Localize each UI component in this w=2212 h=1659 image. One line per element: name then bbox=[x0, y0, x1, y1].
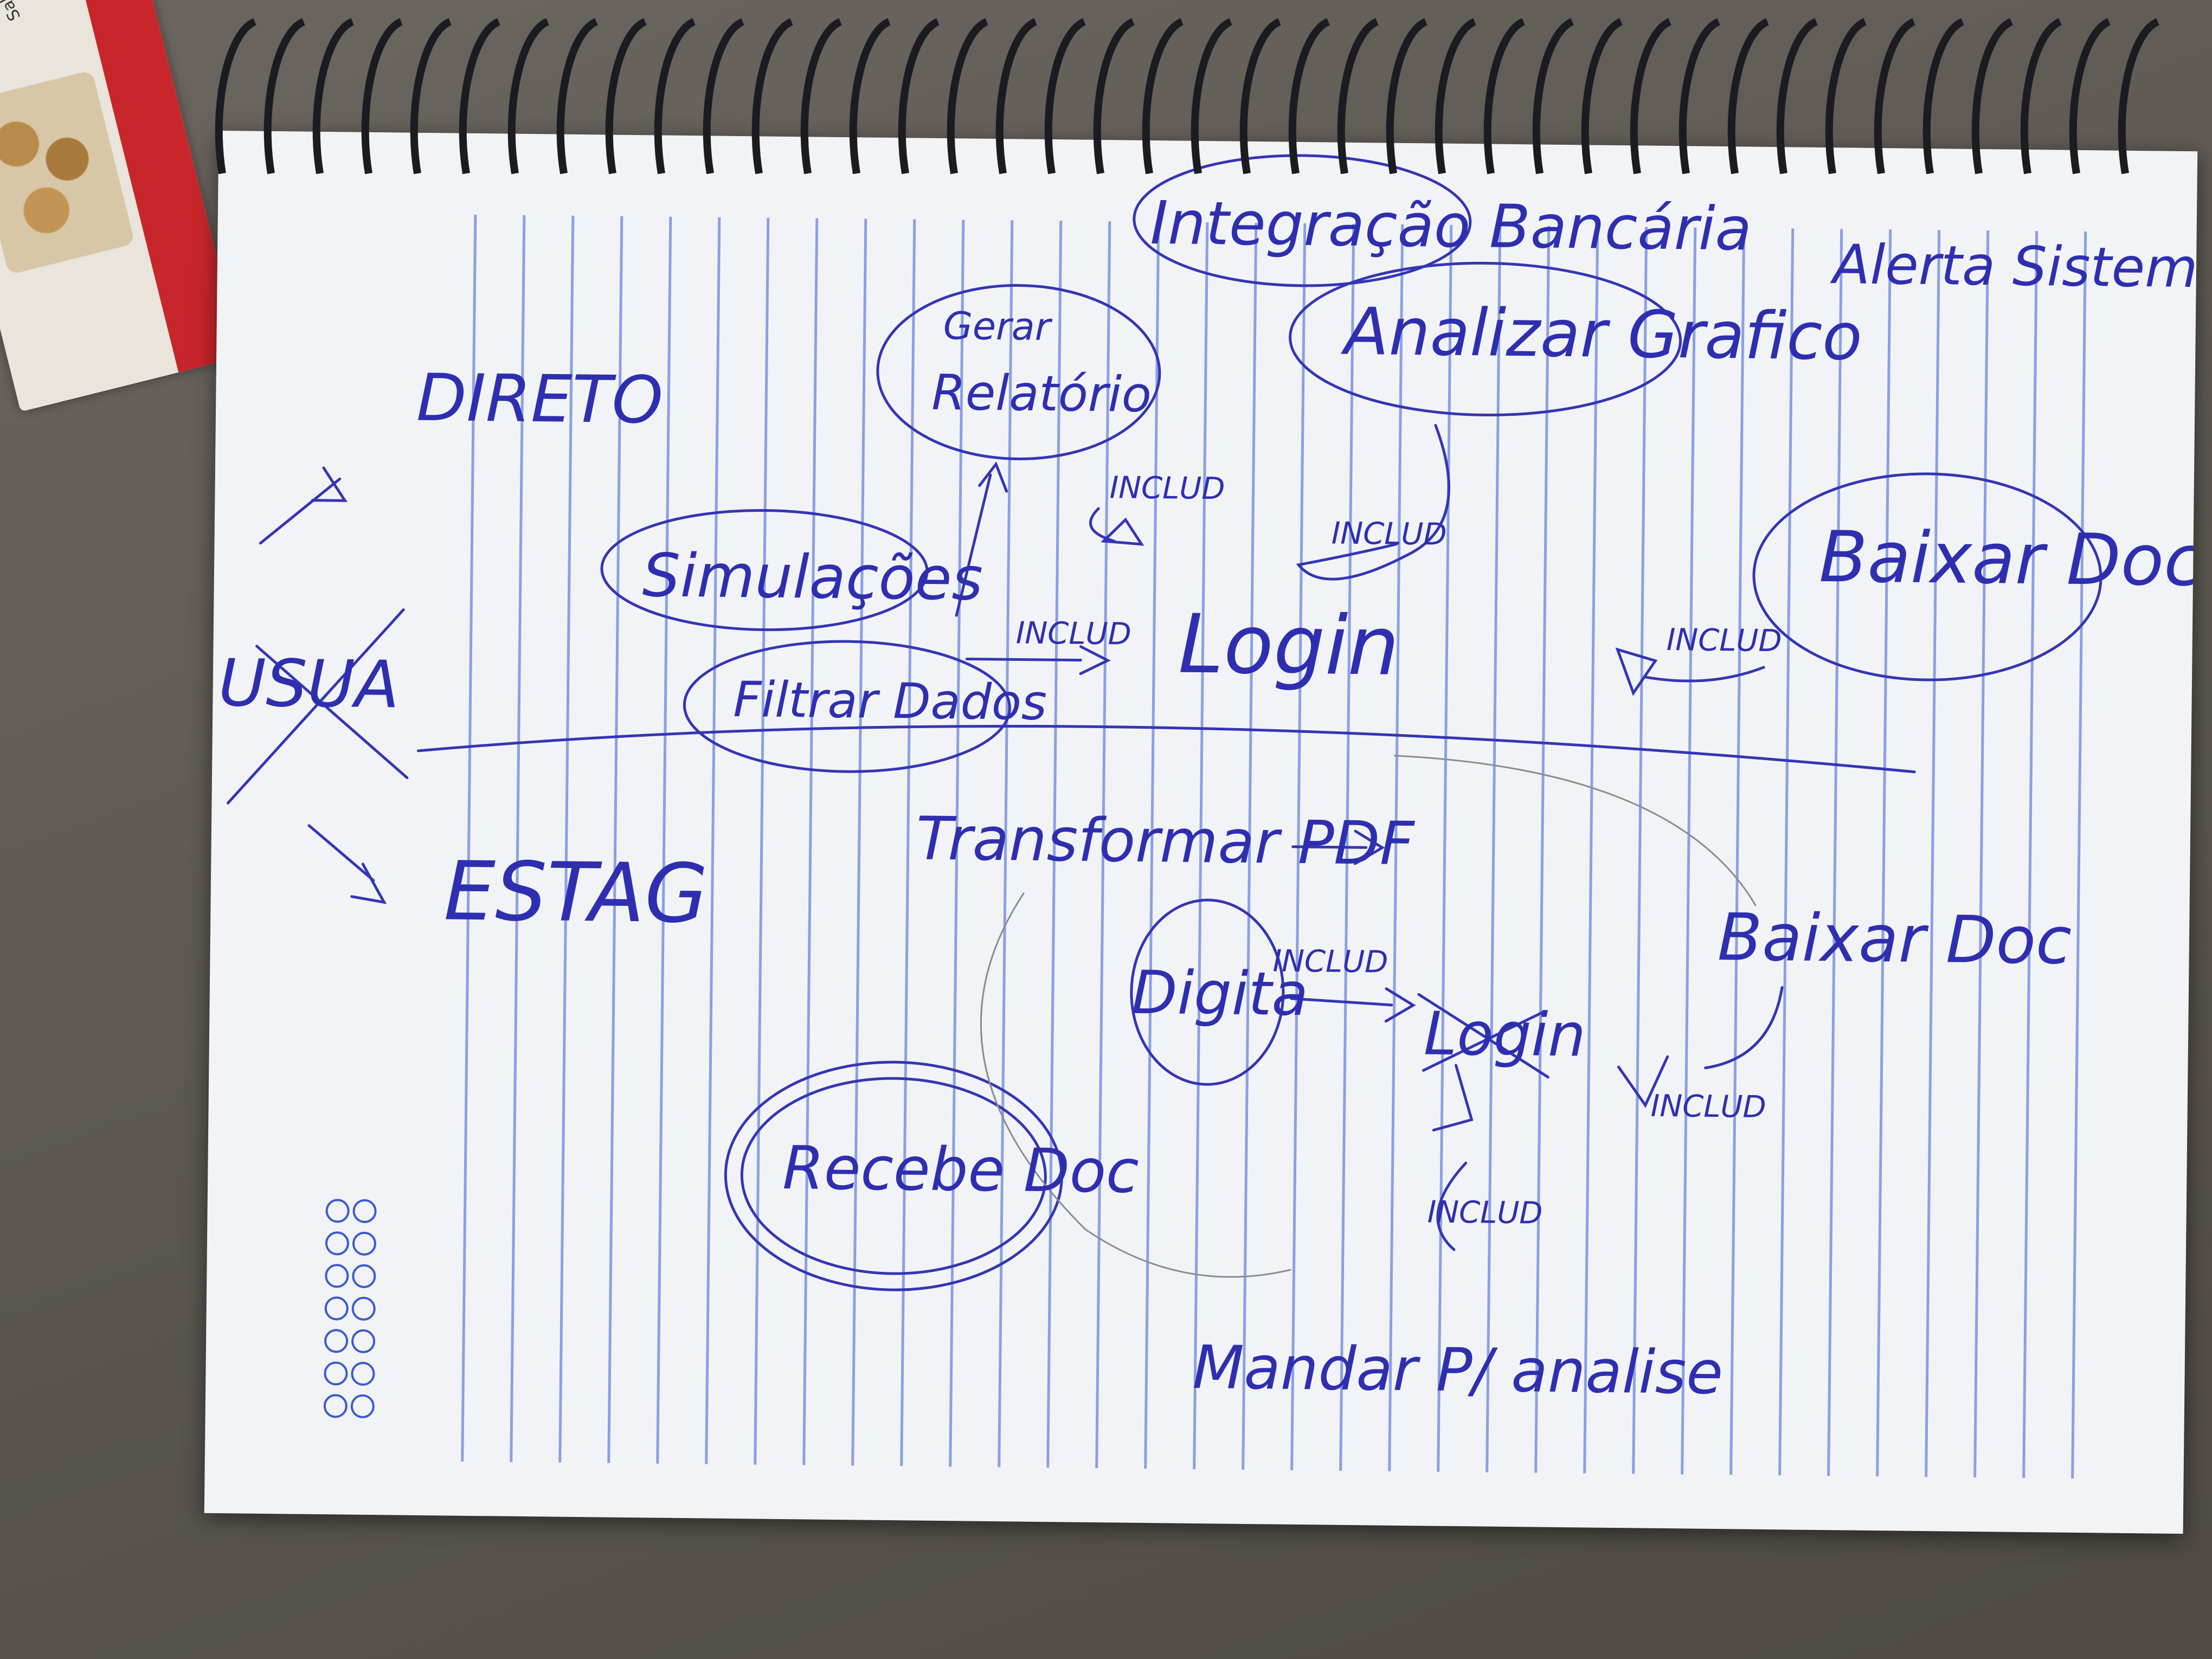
use-case-gerar-line2: Relatório bbox=[931, 364, 1152, 423]
include-label-6: INCLUD bbox=[1650, 1089, 1766, 1125]
system-divider-line bbox=[416, 725, 1916, 774]
include-arrow-login-bottom bbox=[1432, 1064, 1474, 1251]
snack-label: Salgado c/ Pele Picante bbox=[0, 0, 24, 24]
include-label-2: INCLUD bbox=[1015, 615, 1131, 652]
include-label-3: INCLUD bbox=[1331, 516, 1446, 552]
include-label-1: INCLUD bbox=[1109, 470, 1225, 506]
ellipse-baixar-top bbox=[1752, 472, 2102, 681]
ellipse-integracao bbox=[1133, 154, 1472, 287]
include-arrow-transformar bbox=[1291, 829, 1385, 865]
use-case-baixar-bottom: Baixar Doc bbox=[1717, 900, 2072, 979]
use-case-mandar: Mandar P/ analise bbox=[1192, 1333, 1724, 1407]
use-case-simulacoes: Simulações bbox=[642, 541, 983, 614]
pencil-curve-left bbox=[980, 892, 1291, 1278]
include-label-7: INCLUD bbox=[1427, 1194, 1542, 1231]
actor-usua-label: USUA bbox=[218, 646, 400, 723]
ellipse-recebe bbox=[724, 1060, 1063, 1291]
use-case-alerta: Alerta Sistema bbox=[1829, 233, 2197, 300]
login-bottom-cross bbox=[1417, 993, 1549, 1079]
use-case-digita: Digita bbox=[1131, 958, 1309, 1029]
use-case-baixar-top: Baixar Doc bbox=[1819, 516, 2198, 602]
spiral-binding bbox=[215, 18, 2160, 175]
use-case-recebe: Recebe Doc bbox=[782, 1133, 1140, 1206]
actor-direto-label: DIRETO bbox=[416, 361, 664, 439]
use-case-integracao: Integração Bancária bbox=[1150, 188, 1752, 264]
include-label-4: INCLUD bbox=[1666, 622, 1782, 659]
include-arrow-filtrar bbox=[965, 645, 1111, 676]
include-arrow-analizar bbox=[1296, 423, 1450, 581]
actor-estag-label: ESTAG bbox=[443, 844, 708, 941]
include-arrow-simulacoes bbox=[955, 461, 1008, 617]
include-arrow-baixar-bottom bbox=[1617, 986, 1784, 1108]
use-case-gerar-line1: Gerar bbox=[943, 304, 1053, 349]
use-case-transformar: Transformar PDF bbox=[916, 804, 1416, 879]
include-arrow-gerar bbox=[1089, 507, 1144, 546]
diagram-canvas: DIRETO ESTAG USUA Integração Bancária An… bbox=[218, 154, 2198, 1478]
actor-estag-arrow bbox=[307, 824, 387, 904]
use-case-analizar: Analizar Grafico bbox=[1340, 294, 1863, 375]
notebook-page: DIRETO ESTAG USUA Integração Bancária An… bbox=[204, 130, 2198, 1534]
page-index-marks bbox=[323, 1199, 377, 1418]
include-arrow-baixar-top bbox=[1615, 647, 1765, 696]
actor-direto-arrow bbox=[259, 466, 348, 545]
ellipse-filtrar bbox=[683, 640, 1011, 773]
ellipse-analizar bbox=[1289, 261, 1682, 416]
use-case-login-top: Login bbox=[1178, 597, 1400, 694]
use-case-filtrar: Filtrar Dados bbox=[733, 671, 1047, 731]
include-arrow-digita bbox=[1290, 987, 1416, 1023]
rule-lines bbox=[461, 214, 2087, 1478]
ellipse-digita bbox=[1130, 898, 1285, 1086]
ellipse-gerar bbox=[876, 284, 1161, 460]
ellipse-recebe-inner bbox=[740, 1077, 1047, 1275]
include-label-5: INCLUD bbox=[1272, 943, 1388, 980]
use-case-login-bottom: Login bbox=[1423, 999, 1586, 1070]
ellipse-simulacoes bbox=[600, 509, 929, 632]
pencil-curve-right bbox=[1394, 755, 1757, 906]
actor-usua-cross bbox=[226, 608, 409, 805]
